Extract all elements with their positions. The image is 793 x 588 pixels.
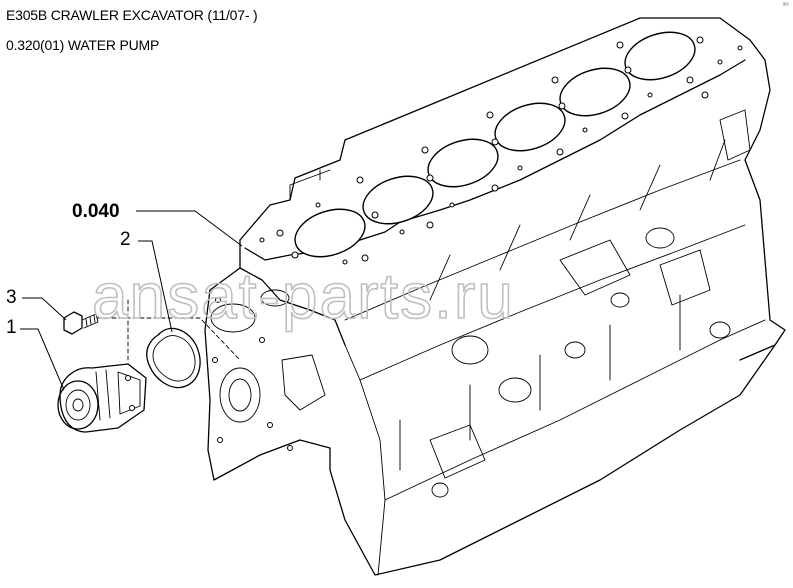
cylinder-bore-6	[624, 31, 696, 81]
callout-bolt[interactable]: 3	[6, 287, 67, 321]
deck-holes	[259, 36, 743, 265]
callout-label-gasket: 2	[120, 229, 131, 250]
callout-label-block: 0.040	[72, 201, 120, 222]
callout-label-bolt: 3	[6, 287, 17, 308]
corner-mark: ᵃˡᵉ	[782, 2, 789, 9]
callout-block[interactable]: 0.040	[72, 201, 243, 247]
gasket-part[interactable]	[146, 327, 201, 389]
page-subtitle: 0.320(01) WATER PUMP	[6, 37, 160, 53]
callout-pump[interactable]: 1	[6, 317, 65, 391]
callout-gasket[interactable]: 2	[120, 229, 173, 333]
cylinder-bore-3	[427, 138, 499, 188]
block-side-details	[344, 109, 751, 498]
cylinder-bore-2	[362, 175, 434, 225]
callout-label-pump: 1	[6, 317, 17, 338]
pump-mount-bore	[219, 367, 261, 423]
cylinder-bore-4	[494, 102, 566, 152]
cylinder-bore-1	[294, 208, 366, 258]
bolt-part[interactable]	[63, 311, 99, 335]
watermark-text: ansat-parts.ru	[92, 260, 515, 332]
water-pump-part[interactable]	[57, 363, 147, 433]
page-title: E305B CRAWLER EXCAVATOR (11/07- )	[6, 7, 258, 23]
engine-block[interactable]	[204, 17, 786, 576]
pump-pulley	[57, 380, 99, 430]
